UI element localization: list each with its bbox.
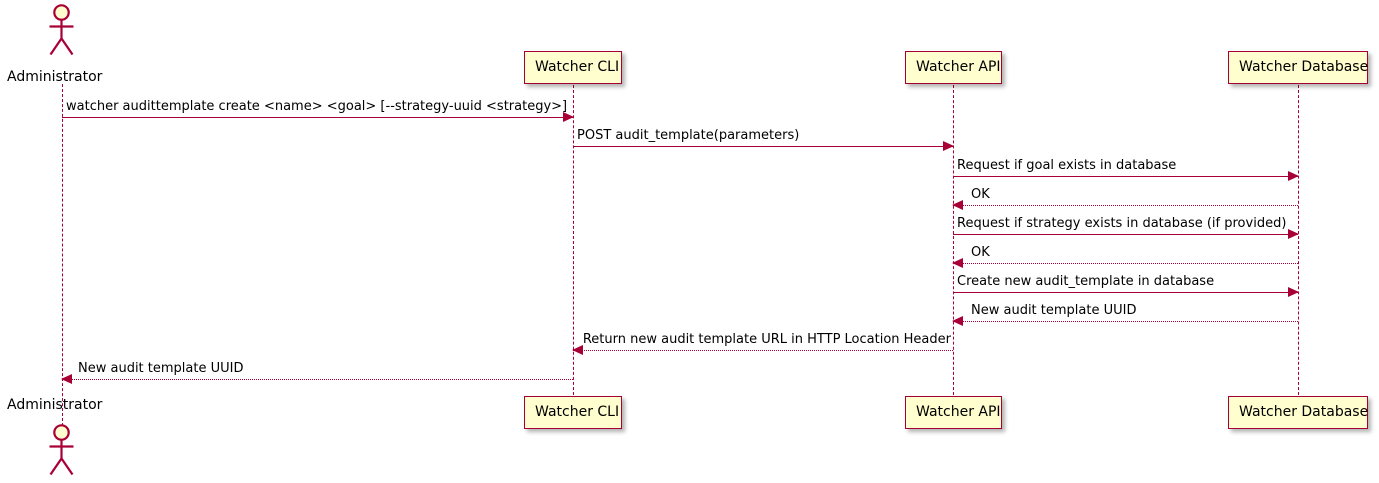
message-2-line: [573, 146, 953, 147]
message-6-line: [953, 263, 1298, 264]
message-9-arrowhead-icon: [572, 345, 583, 355]
participant-watcher-db-bottom[interactable]: Watcher Database: [1228, 396, 1368, 429]
message-9-line: [573, 350, 953, 351]
actor-figure-icon: [49, 4, 74, 56]
message-10-arrowhead-icon: [61, 374, 72, 384]
message-3-arrowhead-icon: [1288, 171, 1299, 181]
message-7-arrowhead-icon: [1288, 287, 1299, 297]
actor-label-administrator-top: Administrator: [7, 69, 103, 85]
actor-label-administrator-bottom: Administrator: [7, 397, 103, 413]
message-4-label: OK: [971, 187, 990, 202]
actor-administrator-top: [40, 2, 84, 58]
message-7-line: [953, 292, 1298, 293]
message-6-label: OK: [971, 245, 990, 260]
message-4-line: [953, 205, 1298, 206]
message-1-line: [62, 117, 573, 118]
message-5-arrowhead-icon: [1288, 229, 1299, 239]
message-2-label: POST audit_template(parameters): [577, 128, 800, 143]
lifeline-watcher-api: [953, 85, 954, 395]
message-2-arrowhead-icon: [943, 141, 954, 151]
message-6-arrowhead-icon: [952, 258, 963, 268]
message-3-line: [953, 176, 1298, 177]
message-7-label: Create new audit_template in database: [957, 274, 1215, 289]
participant-watcher-cli-bottom[interactable]: Watcher CLI: [524, 396, 622, 429]
message-1-arrowhead-icon: [563, 112, 574, 122]
participant-watcher-db-top[interactable]: Watcher Database: [1228, 51, 1368, 84]
participant-watcher-api-top[interactable]: Watcher API: [905, 51, 1002, 84]
lifeline-watcher-cli: [573, 85, 574, 395]
message-9-label: Return new audit template URL in HTTP Lo…: [582, 332, 951, 347]
message-5-line: [953, 234, 1298, 235]
message-3-label: Request if goal exists in database: [957, 158, 1177, 173]
message-8-line: [953, 321, 1298, 322]
participant-watcher-api-bottom[interactable]: Watcher API: [905, 396, 1002, 429]
message-8-label: New audit template UUID: [971, 303, 1137, 318]
message-10-line: [62, 379, 573, 380]
message-1-label: watcher audittemplate create <name> <goa…: [66, 99, 568, 114]
actor-figure-icon: [49, 424, 74, 476]
message-10-label: New audit template UUID: [78, 361, 244, 376]
message-8-arrowhead-icon: [952, 316, 963, 326]
actor-administrator-bottom: [40, 422, 84, 478]
participant-watcher-cli-top[interactable]: Watcher CLI: [524, 51, 622, 84]
lifeline-administrator: [62, 84, 63, 431]
lifeline-watcher-db: [1298, 85, 1299, 395]
message-5-label: Request if strategy exists in database (…: [957, 216, 1287, 231]
message-4-arrowhead-icon: [952, 200, 963, 210]
